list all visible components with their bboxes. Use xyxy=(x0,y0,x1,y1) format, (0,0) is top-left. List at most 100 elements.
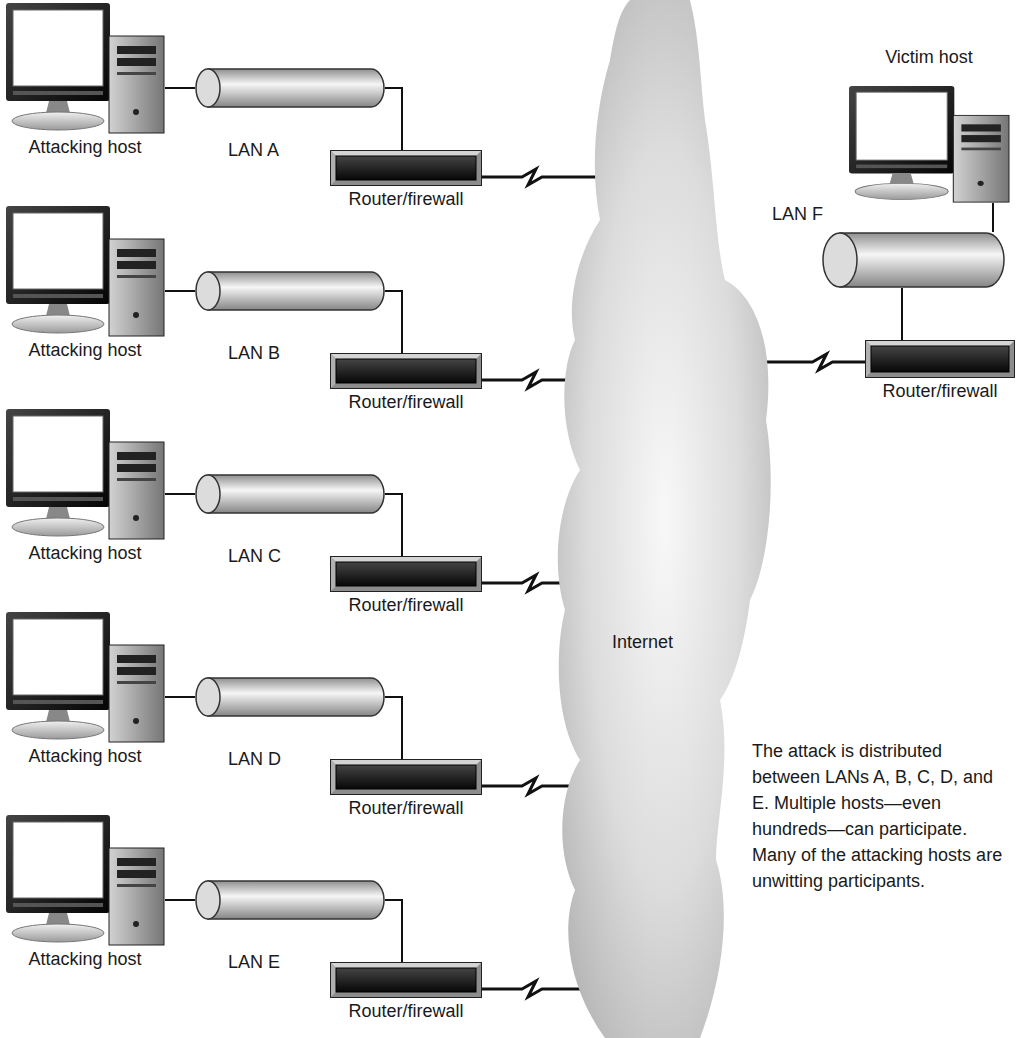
monitor-screen xyxy=(13,619,103,695)
router-bevel xyxy=(331,354,481,359)
tower-slot xyxy=(117,478,156,481)
monitor-screen xyxy=(13,416,103,492)
tower-case xyxy=(109,239,164,336)
note-text: The attack is distributed between LANs A… xyxy=(752,738,1014,894)
router-bevel xyxy=(866,341,1014,346)
tower-slot xyxy=(117,72,156,75)
monitor-bezel xyxy=(849,86,954,174)
power-button xyxy=(133,921,139,927)
drive-bay xyxy=(117,249,156,257)
router-front xyxy=(336,156,476,180)
cylinder-shape xyxy=(822,232,1005,288)
node-label: Router/firewall xyxy=(330,595,482,616)
router-shape xyxy=(330,962,482,998)
router-front xyxy=(871,346,1009,372)
tower-case xyxy=(109,645,164,742)
monitor-screen xyxy=(13,213,103,289)
tower-slot xyxy=(117,681,156,684)
lan-cylinder: LAN F xyxy=(822,232,1005,288)
cylinder-end xyxy=(196,881,220,919)
node-label: Attacking host xyxy=(5,543,165,564)
lan-wire xyxy=(385,494,402,556)
attacking-host: Attacking host xyxy=(5,408,165,540)
router-firewall: Router/firewall xyxy=(330,962,482,998)
monitor-chin xyxy=(856,165,947,169)
node-label: Router/firewall xyxy=(330,189,482,210)
monitor-chin xyxy=(13,700,103,704)
drive-bay xyxy=(961,135,1000,142)
cylinder-body xyxy=(208,69,384,107)
cylinder-shape xyxy=(195,68,385,108)
node-label: Router/firewall xyxy=(865,381,1015,402)
router-shape xyxy=(330,150,482,186)
power-button xyxy=(133,718,139,724)
router-bevel xyxy=(331,557,481,562)
tower-case xyxy=(953,115,1009,202)
router-firewall: Router/firewall xyxy=(330,556,482,592)
computer-icon xyxy=(5,2,165,134)
monitor-screen xyxy=(13,822,103,898)
monitor-neck xyxy=(46,710,70,722)
router-front xyxy=(336,765,476,789)
drive-bay xyxy=(117,655,156,663)
cylinder-shape xyxy=(195,271,385,311)
monitor-base xyxy=(12,315,104,333)
node-label: Attacking host xyxy=(5,340,165,361)
node-label: LAN D xyxy=(228,749,308,770)
tower-slot xyxy=(117,275,156,278)
router-case xyxy=(331,963,482,998)
monitor-base xyxy=(12,721,104,739)
cylinder-body xyxy=(208,678,384,716)
tower-slot xyxy=(961,148,1000,151)
router-firewall: Router/firewall xyxy=(330,150,482,186)
lan-wire xyxy=(992,203,994,232)
node-label: LAN A xyxy=(228,140,308,161)
attacking-host: Attacking host xyxy=(5,814,165,946)
router-bevel xyxy=(331,963,336,997)
lan-wire xyxy=(165,696,195,698)
note-box: The attack is distributed between LANs A… xyxy=(752,738,1014,894)
router-case xyxy=(331,760,482,795)
cylinder-end xyxy=(196,678,220,716)
internet-cloud: Internet xyxy=(550,0,780,1038)
cylinder-shape xyxy=(195,677,385,717)
cylinder-body xyxy=(208,475,384,513)
lan-wire xyxy=(165,493,195,495)
monitor-chin xyxy=(13,91,103,95)
drive-bay xyxy=(117,667,156,675)
tower-slot xyxy=(117,884,156,887)
drive-bay xyxy=(117,46,156,54)
power-button xyxy=(133,312,139,318)
router-firewall: Router/firewall xyxy=(865,340,1015,378)
router-bevel xyxy=(331,151,481,156)
cylinder-shape xyxy=(195,474,385,514)
monitor-bezel xyxy=(6,409,110,507)
router-front xyxy=(336,562,476,586)
node-label: Attacking host xyxy=(5,137,165,158)
computer-icon xyxy=(5,408,165,540)
node-label: LAN E xyxy=(228,952,308,973)
lan-wire xyxy=(165,290,195,292)
router-shape xyxy=(865,340,1015,378)
router-bevel xyxy=(866,341,871,377)
drive-bay xyxy=(117,858,156,866)
drive-bay xyxy=(961,124,1000,131)
router-front xyxy=(336,968,476,992)
node-label: Attacking host xyxy=(5,746,165,767)
cylinder-shape xyxy=(195,880,385,920)
router-bevel xyxy=(331,354,336,388)
tower-case xyxy=(109,848,164,945)
router-case xyxy=(331,151,482,186)
lan-wire xyxy=(385,88,402,150)
lan-cylinder: LAN D xyxy=(195,677,385,717)
attacking-host: Attacking host xyxy=(5,611,165,743)
cylinder-end xyxy=(823,233,857,287)
router-case xyxy=(331,354,482,389)
router-case xyxy=(331,557,482,592)
computer-icon xyxy=(848,85,1010,203)
node-label: Router/firewall xyxy=(330,1001,482,1022)
monitor-base xyxy=(12,518,104,536)
router-front xyxy=(336,359,476,383)
cylinder-end xyxy=(196,272,220,310)
router-firewall: Router/firewall xyxy=(330,353,482,389)
